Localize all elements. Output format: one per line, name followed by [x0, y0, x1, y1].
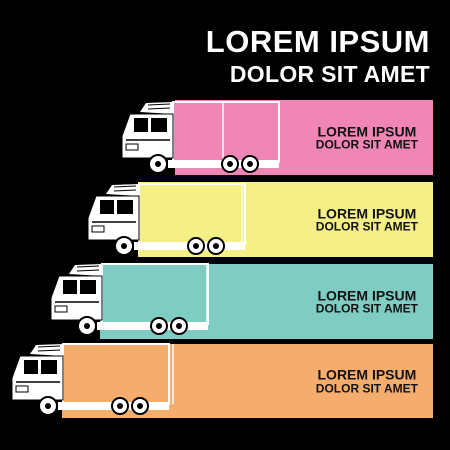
- row-2-label: LOREM IPSUM DOLOR SIT AMET: [316, 206, 418, 233]
- row-1-label-line-1: LOREM IPSUM: [317, 122, 417, 139]
- row-1-label: LOREM IPSUM DOLOR SIT AMET: [316, 124, 418, 151]
- row-3-label: LOREM IPSUM DOLOR SIT AMET: [316, 288, 418, 315]
- row-4-label-line-2: DOLOR SIT AMET: [315, 381, 418, 396]
- row-1-label-line-2: DOLOR SIT AMET: [315, 137, 418, 152]
- title-line-2: DOLOR SIT AMET: [229, 61, 430, 87]
- row-4-label-line-1: LOREM IPSUM: [317, 366, 417, 383]
- title-line-1: LOREM IPSUM: [205, 24, 430, 59]
- truck-icon: [87, 183, 246, 256]
- row-4-label: LOREM IPSUM DOLOR SIT AMET: [316, 367, 418, 394]
- truck-icon: [121, 101, 280, 174]
- truck-icon: [50, 263, 209, 336]
- row-2-label-line-2: DOLOR SIT AMET: [315, 219, 418, 234]
- truck-icon: [11, 343, 174, 416]
- page-title: LOREM IPSUM DOLOR SIT AMET: [206, 26, 430, 86]
- row-3-label-line-1: LOREM IPSUM: [317, 286, 417, 303]
- row-3-label-line-2: DOLOR SIT AMET: [315, 301, 418, 316]
- row-2-label-line-1: LOREM IPSUM: [317, 204, 417, 221]
